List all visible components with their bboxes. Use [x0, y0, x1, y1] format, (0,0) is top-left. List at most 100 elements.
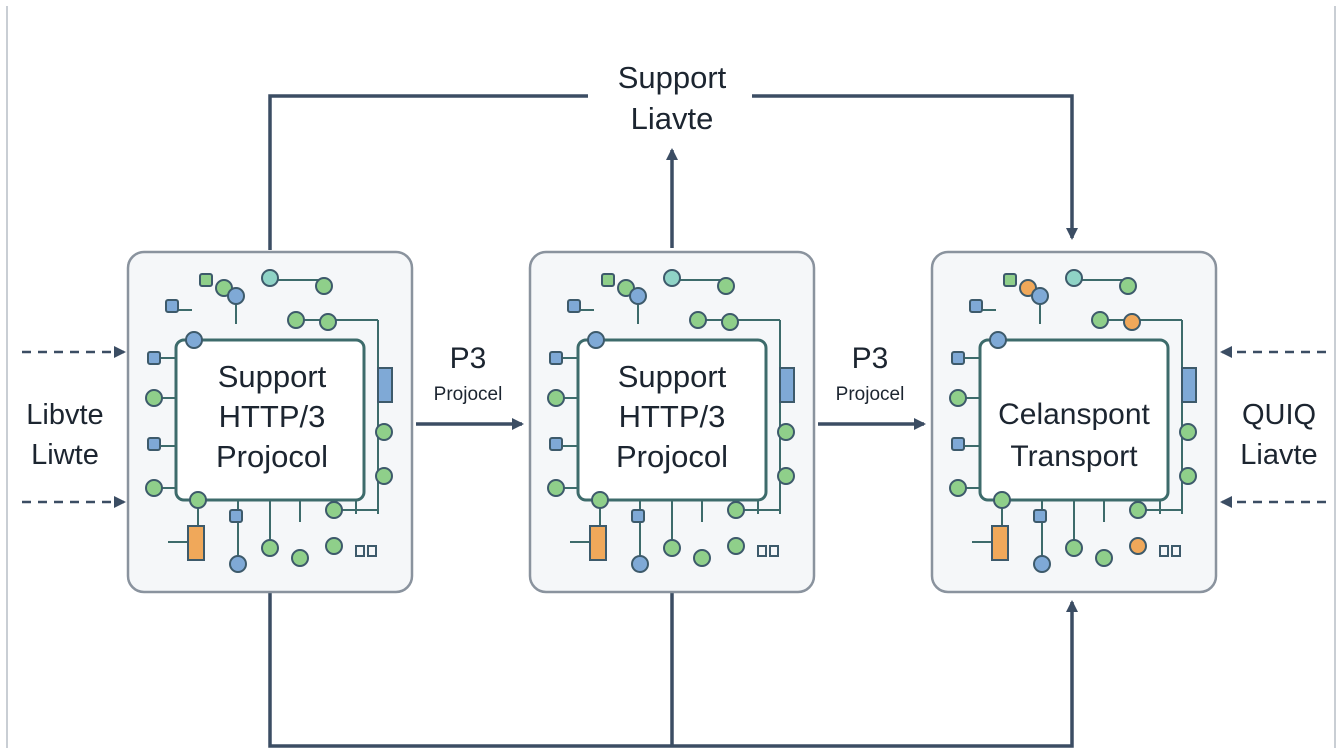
top-label-line2: Liavte	[631, 101, 714, 136]
circuit-node	[325, 537, 343, 555]
circuit-node	[717, 277, 735, 295]
module2-title-line2: HTTP/3	[619, 399, 726, 434]
circuit-capacitor	[589, 525, 607, 561]
circuit-pad	[229, 509, 243, 523]
circuit-node	[315, 277, 333, 295]
circuit-pad	[1033, 509, 1047, 523]
circuit-pad	[147, 437, 161, 451]
circuit-node	[777, 423, 795, 441]
title-remnant	[0, 0, 1344, 6]
circuit-node	[1129, 537, 1147, 555]
circuit-node	[291, 549, 309, 567]
circuit-node	[949, 479, 967, 497]
circuit-pad	[199, 273, 213, 287]
circuit-node	[229, 555, 247, 573]
circuit-capacitor	[991, 525, 1009, 561]
module1-title-line3: Projocol	[216, 439, 328, 474]
top-label-line1: Support	[618, 60, 727, 95]
edge2-label-big: P3	[852, 342, 889, 375]
circuit-pad	[951, 351, 965, 365]
circuit-node	[227, 287, 245, 305]
top-loop-connector	[268, 94, 1072, 250]
module-box-3	[930, 250, 1218, 594]
module3-title-line1: Celanspont	[998, 398, 1150, 431]
circuit-node	[693, 549, 711, 567]
circuit-node	[689, 311, 707, 329]
circuit-node	[727, 501, 745, 519]
module2-title-line3: Projocol	[616, 439, 728, 474]
module-box-1	[126, 250, 414, 594]
circuit-node	[587, 331, 605, 349]
circuit-node	[319, 313, 337, 331]
circuit-pad	[631, 509, 645, 523]
circuit-node	[261, 269, 279, 287]
circuit-node	[375, 423, 393, 441]
module1-title-line1: Support	[218, 359, 327, 394]
circuit-node	[185, 331, 203, 349]
circuit-node	[1119, 277, 1137, 295]
circuit-pin	[355, 545, 365, 557]
module3-title-line2: Transport	[1010, 440, 1138, 473]
circuit-node	[1033, 555, 1051, 573]
circuit-pad	[601, 273, 615, 287]
right-label-line2: Liavte	[1240, 439, 1317, 471]
circuit-pin	[769, 545, 779, 557]
circuit-node	[1091, 311, 1109, 329]
circuit-node	[721, 313, 739, 331]
circuit-pin	[367, 545, 377, 557]
left-label-line2: Liwte	[31, 439, 99, 471]
circuit-node	[1065, 539, 1083, 557]
circuit-node	[145, 479, 163, 497]
circuit-node	[949, 389, 967, 407]
module1-title-line2: HTTP/3	[219, 399, 326, 434]
chip-core	[174, 338, 366, 502]
diagram-frame	[6, 0, 1336, 748]
chip-core	[576, 338, 768, 502]
circuit-pad	[147, 351, 161, 365]
circuit-node	[1123, 313, 1141, 331]
left-label-line1: Libvte	[26, 399, 103, 431]
circuit-resistor	[377, 367, 393, 403]
circuit-node	[629, 287, 647, 305]
circuit-pad	[549, 437, 563, 451]
circuit-node	[591, 491, 609, 509]
right-label-line1: QUIQ	[1242, 399, 1316, 431]
circuit-node	[989, 331, 1007, 349]
circuit-pad	[165, 299, 179, 313]
circuit-pin	[1159, 545, 1169, 557]
edge2-label-small: Projocel	[836, 384, 905, 405]
circuit-node	[1179, 467, 1197, 485]
circuit-node	[375, 467, 393, 485]
module-box-2	[528, 250, 816, 594]
circuit-node	[1179, 423, 1197, 441]
circuit-node	[1031, 287, 1049, 305]
circuit-node	[993, 491, 1011, 509]
circuit-capacitor	[187, 525, 205, 561]
circuit-resistor	[779, 367, 795, 403]
circuit-node	[663, 269, 681, 287]
circuit-pad	[549, 351, 563, 365]
circuit-node	[325, 501, 343, 519]
circuit-node	[1129, 501, 1147, 519]
circuit-node	[1095, 549, 1113, 567]
circuit-node	[547, 479, 565, 497]
circuit-node	[1065, 269, 1083, 287]
circuit-node	[777, 467, 795, 485]
chip-core	[978, 338, 1170, 502]
module2-title-line1: Support	[618, 359, 727, 394]
circuit-resistor	[1181, 367, 1197, 403]
circuit-node	[145, 389, 163, 407]
circuit-node	[261, 539, 279, 557]
circuit-pad	[567, 299, 581, 313]
edge1-label-big: P3	[450, 342, 487, 375]
circuit-pad	[951, 437, 965, 451]
circuit-pin	[1171, 545, 1181, 557]
circuit-node	[547, 389, 565, 407]
circuit-node	[287, 311, 305, 329]
circuit-pad	[969, 299, 983, 313]
circuit-pad	[1003, 273, 1017, 287]
circuit-node	[189, 491, 207, 509]
edge1-label-small: Projocel	[434, 384, 503, 405]
circuit-node	[631, 555, 649, 573]
